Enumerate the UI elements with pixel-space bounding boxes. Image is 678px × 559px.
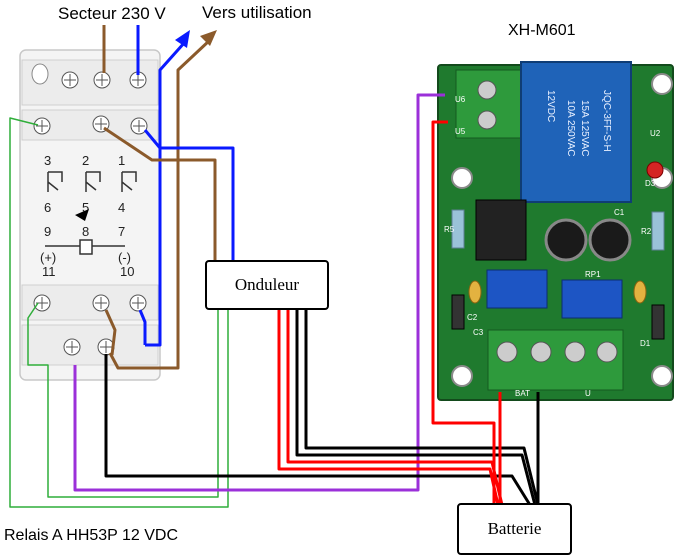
wire-black-onduleur-1 <box>295 305 537 506</box>
contact-number: 9 <box>44 224 51 239</box>
wire-brown-output <box>108 38 212 370</box>
board-relay-text: 12VDC 10A 250VAC 15A 125VAC JQC-3FF-S-H <box>545 90 612 157</box>
arrow-blue <box>175 30 190 48</box>
coil-pin: 10 <box>120 264 134 279</box>
output-arrows <box>175 30 217 48</box>
capacitor-c1 <box>633 280 647 304</box>
wire-red-board <box>431 120 496 505</box>
secteur-label: Secteur 230 V <box>58 4 166 23</box>
wires <box>9 25 540 508</box>
board-mount-hole <box>451 365 473 387</box>
led-d3 <box>646 161 664 179</box>
potentiometer <box>486 269 548 309</box>
relay-contact-numbers: 3 2 1 6 5 4 9 8 7 (+) (-) 11 10 <box>40 153 134 279</box>
wire-green-inner <box>27 302 219 498</box>
coil-pin: 11 <box>42 264 56 279</box>
resistor-r5 <box>451 209 465 249</box>
capacitor-c2 <box>468 280 482 304</box>
resistor-r2 <box>651 211 665 251</box>
relay-text: 12VDC <box>545 90 556 122</box>
wire-black-relay <box>104 354 532 506</box>
module-label: XH-M601 <box>508 22 576 39</box>
wire-blue-output <box>145 41 187 347</box>
wire-green-outer <box>9 117 229 508</box>
wire-brown-onduleur <box>103 126 217 262</box>
diode <box>451 294 465 330</box>
silkscreen-label: U <box>585 389 591 398</box>
board-mount-hole <box>651 365 673 387</box>
contact-number: 2 <box>82 153 89 168</box>
potentiometer-rp1 <box>561 279 623 319</box>
wire-blue-onduleur <box>143 129 235 262</box>
board-relay <box>520 61 632 203</box>
wire-blue-relay <box>138 309 147 345</box>
silkscreen-label: U6 <box>455 95 466 104</box>
silkscreen-label: R2 <box>641 227 652 236</box>
board-silkscreen: U5 U2 U6 R2 R5 RP1 C1 C2 C3 D1 D3 BAT U <box>444 95 661 398</box>
silkscreen-label: D3 <box>645 179 656 188</box>
relay-polarity-arrow <box>75 209 89 221</box>
onduleur-label: Onduleur <box>234 275 300 294</box>
relay-mount-hole <box>31 63 49 85</box>
contact-number: 8 <box>82 224 89 239</box>
relay-text: 15A 125VAC <box>579 100 590 157</box>
contact-number: 4 <box>118 200 125 215</box>
diode-d1 <box>651 304 665 340</box>
board-mount-hole <box>651 73 673 95</box>
arrow-brown <box>200 30 217 46</box>
contact-number: 7 <box>118 224 125 239</box>
silkscreen-label: BAT <box>515 389 530 398</box>
capacitor <box>588 218 632 262</box>
capacitor <box>544 218 588 262</box>
wire-black-onduleur-2 <box>304 305 540 506</box>
board-mount-hole <box>451 167 473 189</box>
batterie-label: Batterie <box>487 519 542 538</box>
relay-screws <box>33 71 148 356</box>
coil-minus: (-) <box>118 250 131 265</box>
silkscreen-label: C2 <box>467 313 478 322</box>
relay-contact-symbols <box>45 171 137 255</box>
wire-brown-relay <box>104 309 117 356</box>
relay-bottom-strip <box>21 324 159 366</box>
silkscreen-label: U5 <box>455 127 466 136</box>
contact-number: 5 <box>82 200 89 215</box>
xh-m601-board: 12VDC 10A 250VAC 15A 125VAC JQC-3FF-S-H … <box>437 61 674 401</box>
silkscreen-label: C1 <box>614 208 625 217</box>
contact-number: 1 <box>118 153 125 168</box>
silkscreen-label: C3 <box>473 328 484 337</box>
wire-red-onduleur-2 <box>286 305 504 506</box>
silkscreen-label: U2 <box>650 129 661 138</box>
relay-socket: 3 2 1 6 5 4 9 8 7 (+) (-) 11 10 <box>19 49 161 381</box>
vers-utilisation-label: Vers utilisation <box>202 3 312 22</box>
batterie-box: Batterie <box>457 503 572 555</box>
relay-text: 10A 250VAC <box>565 100 576 157</box>
onduleur-box: Onduleur <box>205 260 329 310</box>
silkscreen-label: R5 <box>444 225 455 234</box>
wire-purple <box>73 93 445 492</box>
relais-label: Relais A HH53P 12 VDC <box>4 527 179 544</box>
silkscreen-label: D1 <box>640 339 651 348</box>
coil-plus: (+) <box>40 250 56 265</box>
silkscreen-label: RP1 <box>585 270 601 279</box>
contact-number: 6 <box>44 200 51 215</box>
terminal-screws <box>496 341 618 363</box>
ic-chip <box>475 199 527 261</box>
relay-text: JQC-3FF-S-H <box>601 90 612 152</box>
contact-number: 3 <box>44 153 51 168</box>
